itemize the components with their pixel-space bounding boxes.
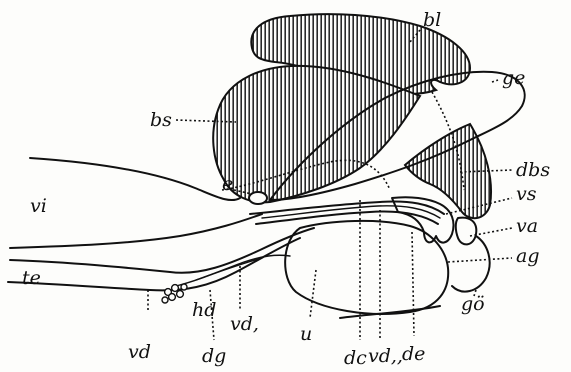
- label-bs: bs: [150, 109, 172, 131]
- leader-de: [412, 232, 414, 336]
- label-vi: vi: [30, 195, 47, 217]
- vi-upper-line: [30, 158, 240, 200]
- leader-ag: [448, 258, 512, 262]
- vi-lower-line: [10, 214, 262, 248]
- te-upper-line: [10, 228, 314, 273]
- label-dbs: dbs: [516, 159, 550, 181]
- vs-lobe-right: [456, 218, 477, 245]
- label-vd: vd: [128, 341, 151, 363]
- canal-inner: [262, 206, 440, 218]
- vd1-duct: [196, 258, 262, 280]
- label-de: de: [402, 343, 425, 365]
- vd-duct: [176, 255, 290, 286]
- label-dg: dg: [202, 345, 226, 367]
- leader-u: [310, 270, 316, 318]
- label-go: gö: [461, 293, 485, 315]
- label-hd: hd: [192, 299, 216, 321]
- label-ag: ag: [516, 245, 540, 267]
- label-dc: dc: [344, 347, 367, 369]
- label-te: te: [22, 267, 41, 289]
- hd-gland-cluster: [162, 284, 187, 303]
- label-va: va: [516, 215, 538, 237]
- bs-organ: [213, 66, 420, 202]
- label-vs: vs: [516, 183, 537, 205]
- label-vd1: vd,: [230, 313, 259, 335]
- label-bl: bl: [423, 9, 441, 31]
- label-e: e: [222, 173, 233, 195]
- label-u: u: [300, 323, 312, 345]
- label-vd2: vd,,: [368, 345, 403, 367]
- label-ge: ge: [502, 67, 525, 89]
- leader-ge: [492, 80, 498, 82]
- ag-outline: [452, 236, 490, 292]
